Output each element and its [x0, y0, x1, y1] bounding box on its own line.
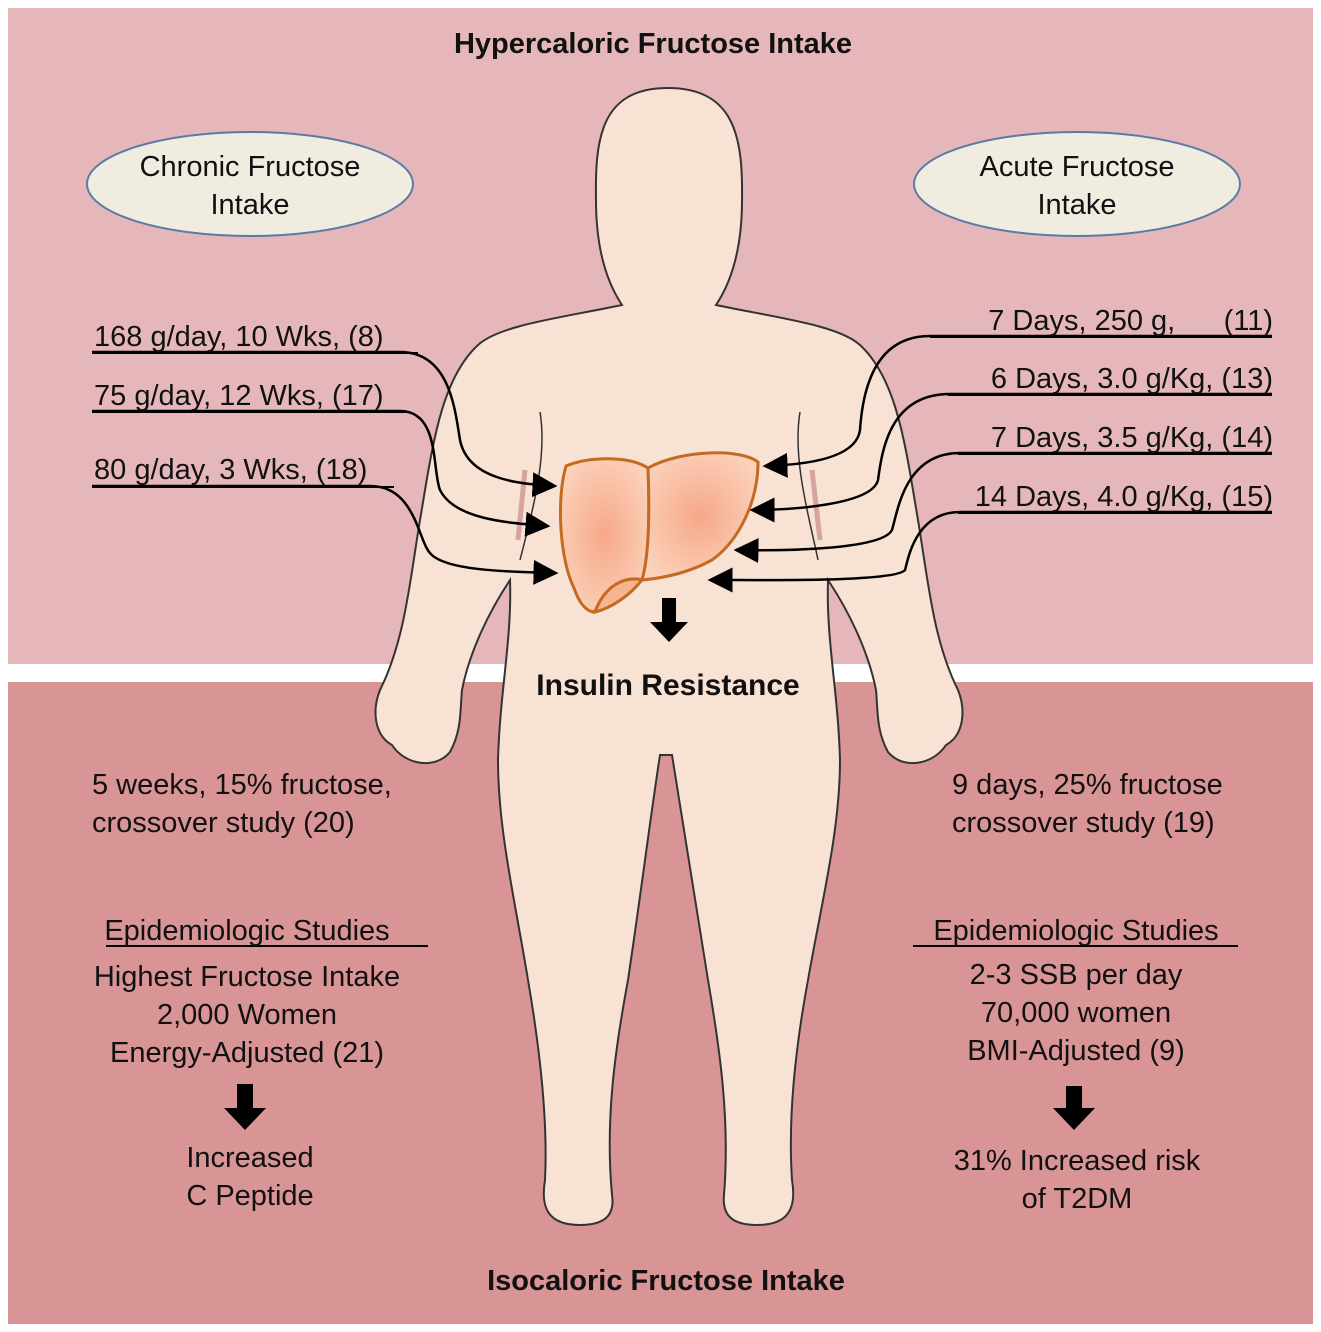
acute-study-13: 6 Days, 3.0 g/Kg, (13) — [991, 360, 1273, 398]
isocaloric-title: Isocaloric Fructose Intake — [366, 1265, 966, 1298]
isocaloric-crossover-left: 5 weeks, 15% fructose,crossover study (2… — [92, 766, 392, 842]
epi-right-heading: Epidemiologic Studies — [901, 912, 1251, 950]
acute-study-15: 14 Days, 4.0 g/Kg, (15) — [975, 478, 1273, 516]
human-silhouette — [376, 88, 963, 1225]
chronic-study-8: 168 g/day, 10 Wks, (8) — [94, 318, 384, 356]
chronic-study-17: 75 g/day, 12 Wks, (17) — [94, 377, 384, 415]
underline — [92, 411, 410, 413]
acute-study-14: 7 Days, 3.5 g/Kg, (14) — [991, 419, 1273, 457]
down-arrow-icon — [224, 1084, 266, 1130]
underline — [930, 336, 1272, 338]
underline — [958, 512, 1272, 514]
insulin-resistance-label: Insulin Resistance — [368, 669, 968, 703]
hypercaloric-title: Hypercaloric Fructose Intake — [353, 28, 953, 61]
underline — [92, 352, 418, 354]
epi-left-heading: Epidemiologic Studies — [72, 912, 422, 950]
underline — [92, 486, 394, 488]
down-arrow-icon — [1053, 1086, 1095, 1130]
chronic-study-18: 80 g/day, 3 Wks, (18) — [94, 451, 367, 489]
underline — [948, 394, 1272, 396]
acute-study-11: 7 Days, 250 g, (11) — [988, 302, 1273, 340]
underline — [958, 453, 1272, 455]
